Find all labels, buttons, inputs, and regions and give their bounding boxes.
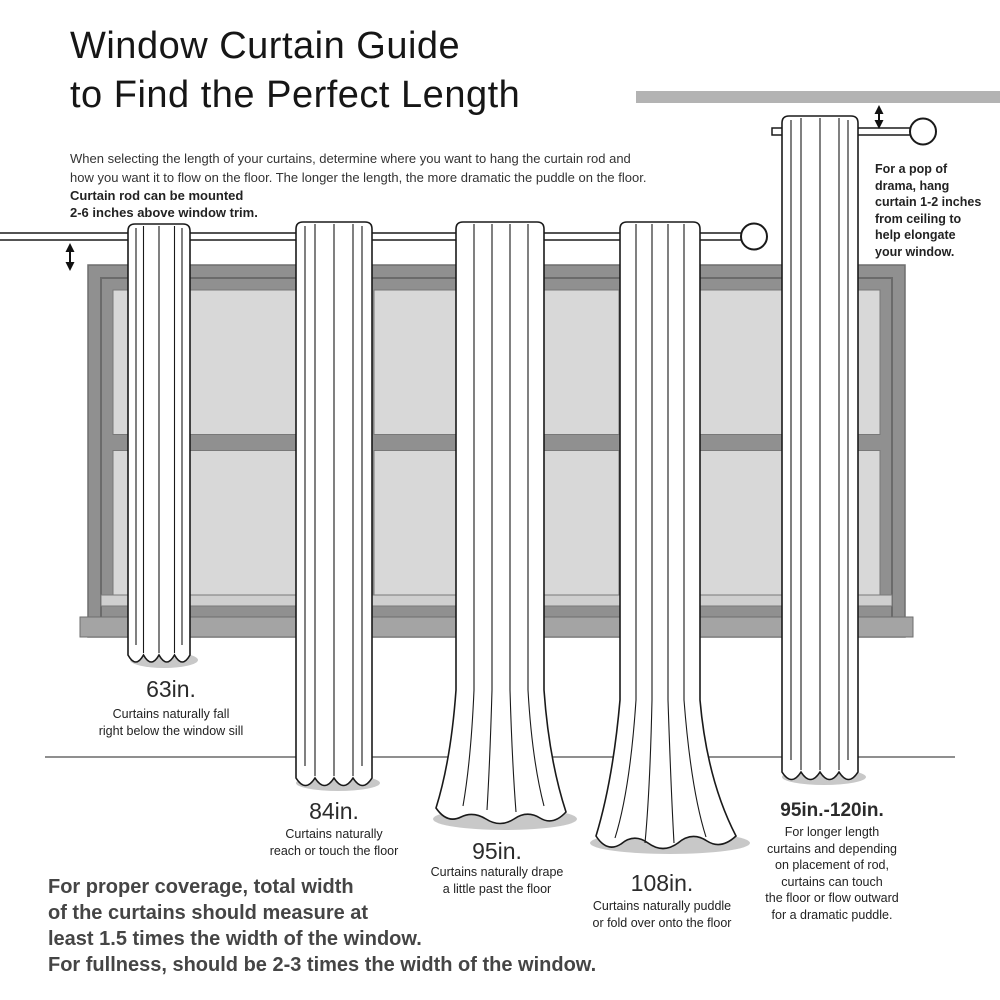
curtain-length-84in: 84in.	[309, 798, 359, 824]
curtain-length-108in: 108in.	[630, 870, 694, 896]
coverage-note: For proper coverage, total width of the …	[48, 876, 597, 976]
page-title: Window Curtain Guide to Find the Perfect…	[70, 25, 521, 117]
curtain-folds	[614, 224, 707, 844]
curtain-folds	[462, 224, 545, 813]
rod-finial-icon	[740, 222, 768, 251]
rod-finial-icon	[909, 117, 937, 146]
curtain-folds	[304, 224, 363, 776]
curtain-folds	[790, 118, 849, 770]
curtain-desc-95-120in: For longer length curtains and depending…	[765, 825, 899, 922]
curtain-desc-84in: Curtains naturally reach or touch the fl…	[269, 827, 399, 858]
ceiling-drama-note: For a pop of drama, hang curtain 1-2 inc…	[875, 162, 982, 259]
rod-mount-note: Curtain rod can be mounted 2-6 inches ab…	[70, 188, 258, 220]
curtain-length-63in: 63in.	[146, 676, 196, 702]
arrow-rod-mount-icon	[65, 243, 75, 271]
curtain-108in	[595, 221, 737, 850]
curtain-length-95-120in: 95in.-120in.	[780, 800, 884, 821]
curtain-95-120in	[781, 115, 859, 781]
intro-text: When selecting the length of your curtai…	[70, 151, 647, 185]
curtain-folds	[135, 226, 183, 653]
curtain-84in	[295, 221, 373, 787]
ceiling-line	[636, 91, 1000, 103]
curtain-desc-108in: Curtains naturally puddle or fold over o…	[592, 899, 732, 930]
curtain-desc-95in: Curtains naturally drape a little past t…	[430, 865, 564, 896]
curtain-95in	[435, 221, 567, 825]
curtain-length-95in: 95in.	[472, 838, 522, 864]
arrow-ceiling-gap-icon	[874, 105, 884, 129]
curtain-desc-63in: Curtains naturally fall right below the …	[98, 707, 244, 738]
curtain-63in	[127, 223, 191, 663]
